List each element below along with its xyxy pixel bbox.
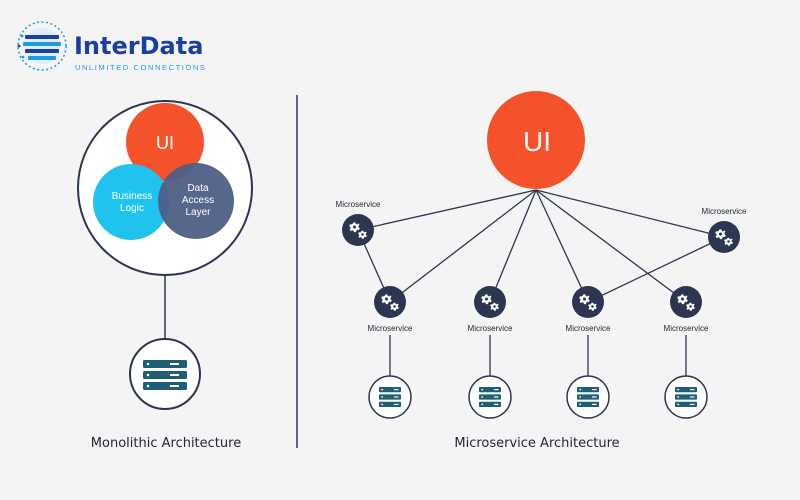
microservice-node-2: Microservice bbox=[702, 207, 747, 253]
microservice-db-3 bbox=[566, 375, 610, 419]
data-access-circle bbox=[158, 163, 234, 239]
connector-line bbox=[535, 189, 687, 303]
brand-tagline: UNLIMITED CONNECTIONS bbox=[75, 63, 207, 72]
server-icon bbox=[379, 387, 401, 407]
connector-lines bbox=[357, 189, 725, 376]
microservice-node-1: Microservice bbox=[336, 200, 381, 246]
brand-logo: InterData UNLIMITED CONNECTIONS bbox=[17, 21, 207, 72]
globe-logo-icon bbox=[17, 21, 67, 71]
connector-line bbox=[357, 189, 537, 231]
microservice-node-6: Microservice bbox=[664, 286, 709, 333]
server-icon bbox=[143, 360, 187, 390]
microservice-section: UI Microservice Microservice Microservic… bbox=[336, 91, 747, 451]
brand-name: InterData bbox=[74, 32, 203, 60]
connector-line bbox=[587, 236, 725, 303]
monolith-ui-label: UI bbox=[156, 133, 174, 153]
microservice-db-1 bbox=[368, 375, 412, 419]
microservice-label: Microservice bbox=[468, 324, 513, 333]
monolith-section: UI Business Logic Data Access Layer Mono… bbox=[77, 100, 253, 451]
microservice-node-4: Microservice bbox=[468, 286, 513, 333]
microservice-node-5: Microservice bbox=[566, 286, 611, 333]
microservice-db-4 bbox=[664, 375, 708, 419]
microservice-label: Microservice bbox=[368, 324, 413, 333]
data-access-label-line2: Access bbox=[182, 195, 214, 206]
business-logic-label-line1: Business bbox=[112, 191, 153, 202]
microservice-db-2 bbox=[468, 375, 512, 419]
microservice-label: Microservice bbox=[336, 200, 381, 209]
microservice-label: Microservice bbox=[702, 207, 747, 216]
microservice-ui-circle bbox=[487, 91, 585, 189]
connector-line bbox=[489, 189, 537, 303]
monolith-caption: Monolithic Architecture bbox=[91, 436, 241, 451]
data-access-label-line3: Layer bbox=[185, 207, 211, 218]
business-logic-circle bbox=[93, 164, 169, 240]
microservice-label: Microservice bbox=[566, 324, 611, 333]
connector-line bbox=[535, 189, 589, 303]
microservice-node-3: Microservice bbox=[368, 286, 413, 333]
connector-line bbox=[535, 189, 725, 238]
server-icon bbox=[675, 387, 697, 407]
connector-line bbox=[389, 189, 537, 303]
business-logic-label-line2: Logic bbox=[120, 203, 144, 214]
server-icon bbox=[577, 387, 599, 407]
microservice-caption: Microservice Architecture bbox=[454, 436, 619, 451]
data-access-label-line1: Data bbox=[187, 183, 209, 194]
server-icon bbox=[479, 387, 501, 407]
microservice-label: Microservice bbox=[664, 324, 709, 333]
monolith-ui-circle bbox=[126, 103, 204, 181]
microservice-ui-label: UI bbox=[523, 126, 551, 157]
